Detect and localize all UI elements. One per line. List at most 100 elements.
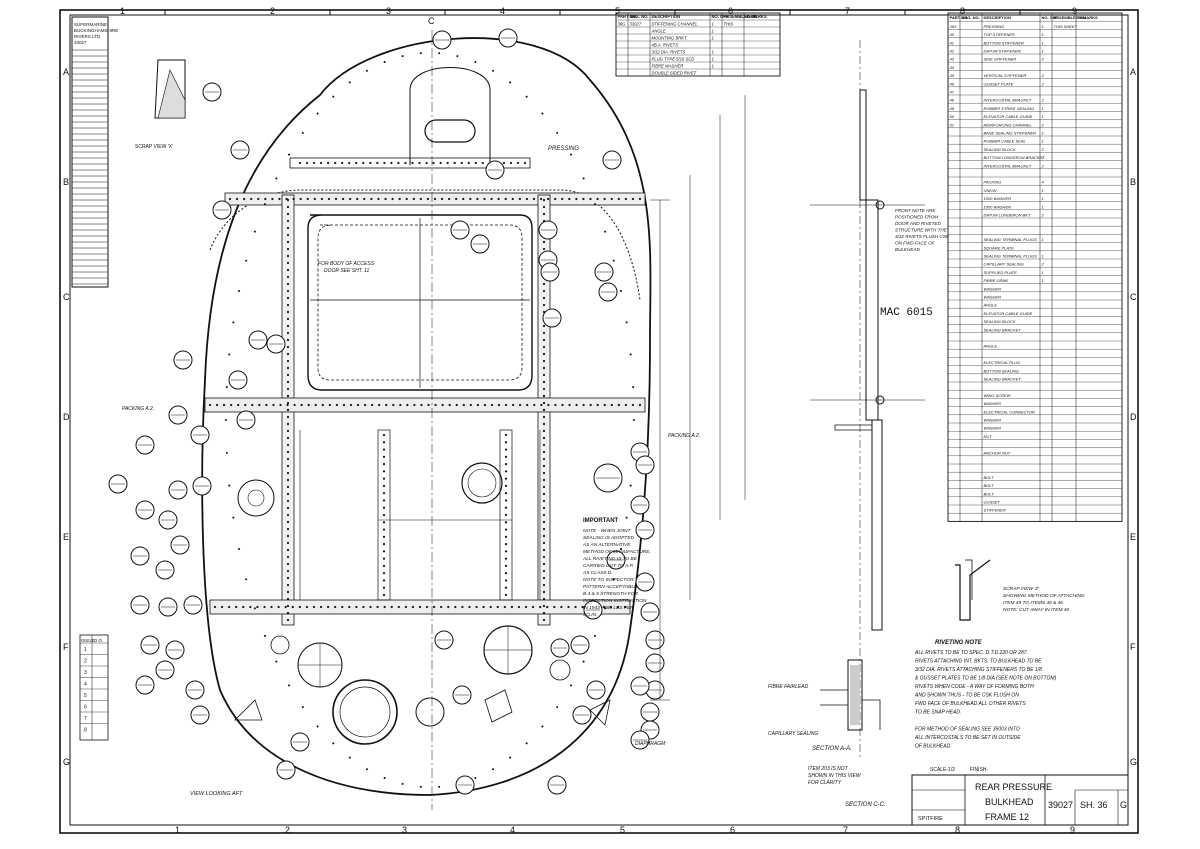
rivet: [542, 513, 546, 517]
rivet: [382, 528, 386, 531]
rivet: [542, 394, 546, 398]
rivet: [453, 161, 456, 165]
fibre-fairlead-label: FIBRE FAIRLEAD: [768, 684, 809, 690]
rivet: [356, 197, 359, 201]
issue-number: 6: [84, 705, 87, 711]
rivet: [237, 289, 241, 293]
rivet: [299, 197, 302, 201]
rivet: [382, 506, 386, 509]
rivet: [542, 429, 546, 433]
parts-table-cell: REINFORCING CHANNEL: [984, 122, 1032, 127]
rivet: [355, 605, 358, 609]
rivet: [440, 605, 443, 609]
title-line-1: REAR PRESSURE: [975, 782, 1052, 792]
rivet: [629, 484, 632, 487]
rivet: [286, 429, 290, 433]
rivet: [382, 477, 386, 480]
rivet: [612, 259, 615, 262]
rivet: [504, 403, 508, 407]
parts-table-cell: 51: [950, 122, 954, 127]
rivet: [287, 684, 291, 687]
rivet: [603, 403, 606, 407]
revision-letter: G: [1120, 800, 1127, 810]
rivet: [258, 403, 261, 407]
parts-table-header: PART NO.: [618, 14, 638, 19]
rivet: [631, 403, 635, 407]
rivet: [474, 161, 477, 165]
rivet: [286, 282, 290, 286]
diaphragm-label: DIAPHRAGM: [635, 741, 666, 747]
rivet: [264, 197, 267, 201]
rivet: [228, 197, 232, 201]
rivet: [542, 352, 546, 356]
rivet: [275, 660, 278, 663]
rivet: [468, 605, 471, 609]
rivet: [610, 403, 613, 407]
grid-col-6: 6: [728, 6, 733, 16]
aircraft-name: SPITFIRE: [918, 816, 943, 822]
rivet: [542, 450, 546, 454]
rivet: [569, 684, 573, 687]
scrap-view-z-line: ITEM 49 TO ITEMS 40 & 46: [1003, 600, 1063, 606]
maker-line-3: RIVERS LTD.: [74, 34, 101, 39]
rivet: [542, 401, 546, 405]
parts-table-cell: 1000 WASHER: [984, 196, 1012, 201]
rivet: [610, 197, 613, 201]
parts-table-cell: 1: [712, 50, 714, 55]
rivet: [504, 572, 508, 575]
parts-table-cell: ELEVATOR CABLE GUIDE: [984, 114, 1033, 119]
parts-table-cell: 2: [1041, 81, 1045, 86]
rivet: [504, 477, 508, 480]
rivet: [432, 605, 436, 609]
parts-table-cell: 40: [950, 32, 955, 37]
rivet: [286, 513, 290, 517]
packing-right-label: PACKING A.2.: [668, 433, 700, 439]
rivet: [532, 197, 536, 201]
rivet: [279, 403, 282, 407]
parts-table-header: ASSEMBLED ON: [724, 14, 758, 19]
parts-table-header: DRG. NO.: [962, 15, 980, 20]
rivet: [542, 373, 546, 377]
rivet: [491, 768, 495, 771]
riveting-note-line: ALL RIVETS TO BE TO SPEC. D.T.D.220 OR 2…: [914, 650, 1028, 656]
rivet: [625, 516, 628, 519]
parts-table-cell: DOUBLE SIDED RIVET: [652, 71, 697, 76]
rivet: [271, 197, 274, 201]
rivet: [612, 578, 615, 581]
rivet: [286, 233, 290, 237]
parts-table-cell: STIFFENING CHANNEL: [652, 22, 699, 27]
rivet: [405, 197, 408, 201]
rivet: [420, 403, 423, 407]
parts-table-cell: BOLT: [984, 483, 995, 488]
drawing-number: 39027: [1048, 800, 1073, 810]
grid-col-6-bottom: 6: [730, 825, 735, 835]
rivet: [519, 403, 522, 407]
rivet: [253, 607, 256, 610]
rivet: [334, 605, 337, 609]
parts-table-cell: 50: [950, 114, 955, 119]
parts-table-cell: 1: [1042, 131, 1044, 136]
parts-table-cell: DATUM STIFFENER: [984, 49, 1021, 54]
parts-table-cell: ELECTRICAL PLUG: [984, 360, 1021, 365]
sheet-number: SH. 36: [1080, 800, 1108, 810]
important-note-line: ALL RIVETING IS TO BE: [582, 556, 638, 562]
rivet: [411, 605, 415, 609]
rivet: [518, 197, 521, 201]
rivet: [438, 52, 441, 55]
rivet: [418, 605, 422, 609]
rivet: [286, 506, 290, 510]
rivet: [286, 310, 290, 314]
rivet: [568, 403, 571, 407]
rivet: [256, 605, 259, 609]
rivet: [225, 451, 228, 454]
parts-table-cell: ANGLE: [651, 29, 666, 34]
rivet: [286, 604, 290, 608]
rivet: [542, 408, 546, 412]
rivet: [523, 161, 527, 165]
issue-number: 3: [84, 670, 87, 676]
rivet: [554, 197, 557, 201]
rivet: [476, 197, 479, 201]
rivet: [286, 324, 290, 328]
riveting-note-line: ALL INTERCOSTALS TO BE SET IN OUTSIDE: [914, 735, 1021, 741]
parts-table-cell: ELECTRICAL CONNECTOR: [984, 409, 1036, 414]
